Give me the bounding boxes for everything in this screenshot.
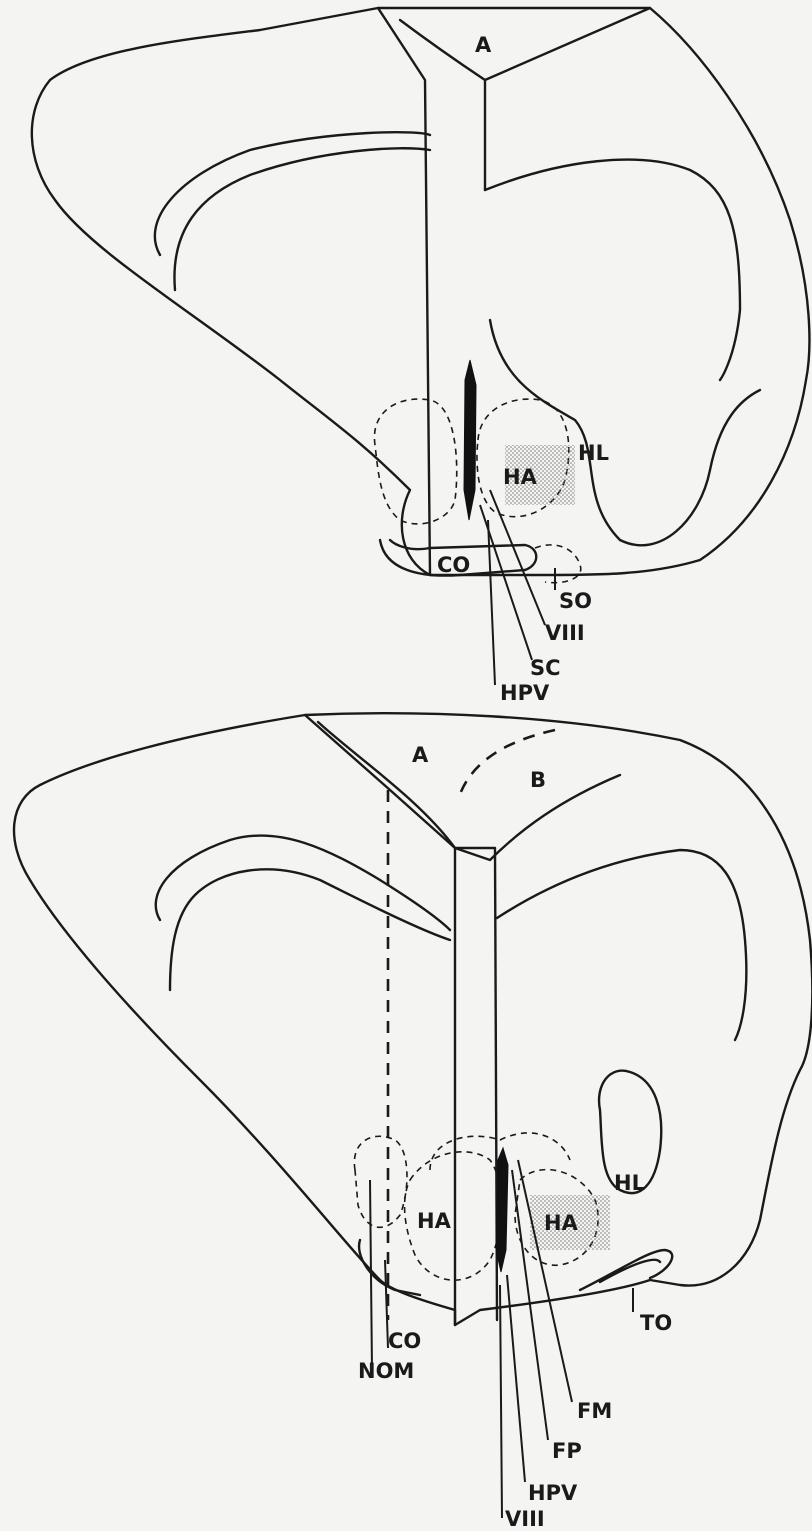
section-1-label-hl: HL bbox=[578, 441, 609, 465]
section-2-outer-contour bbox=[14, 713, 812, 1325]
section-2-label-fp: FP bbox=[552, 1439, 582, 1463]
section-2-label-to: TO bbox=[640, 1311, 672, 1335]
section-1-right-ventricle bbox=[485, 160, 740, 380]
section-2-label-viii: VIII bbox=[505, 1507, 545, 1531]
section-1-midline bbox=[485, 8, 650, 190]
section-2-cut-right bbox=[455, 848, 497, 1320]
section-1-label-co: CO bbox=[437, 553, 470, 577]
section-1-top-fold bbox=[400, 20, 485, 80]
section-1-left-nucleus bbox=[374, 399, 456, 524]
section-1-label-hpv: HPV bbox=[500, 681, 550, 705]
section-2-right-ventricle bbox=[497, 850, 746, 1040]
section-2-to-tract bbox=[580, 1250, 672, 1290]
section-2-ventricle bbox=[156, 836, 450, 990]
section-2-leader-nom bbox=[370, 1180, 372, 1370]
section-2-label-a: A bbox=[412, 743, 429, 767]
section-2-label-ha-left: HA bbox=[417, 1209, 452, 1233]
section-2-left-nucleus bbox=[354, 1136, 407, 1227]
section-2-label-fm: FM bbox=[577, 1399, 612, 1423]
section-2-label-hl: HL bbox=[614, 1171, 645, 1195]
section-1-label-sc: SC bbox=[530, 656, 561, 680]
section-2-label-co: CO bbox=[388, 1329, 421, 1353]
section-1-cut-plane bbox=[378, 8, 430, 575]
section-1-label-ha: HA bbox=[503, 465, 538, 489]
section-2: A B HL HA HA CO NOM TO FM FP HPV VIII bbox=[14, 713, 812, 1531]
section-2-label-nom: NOM bbox=[358, 1359, 414, 1383]
section-1-so-region bbox=[535, 545, 581, 583]
section-1-label-viii: VIII bbox=[545, 621, 585, 645]
section-1-label-a: A bbox=[475, 33, 492, 57]
section-1: A HL HA CO SO VIII SC HPV bbox=[32, 8, 810, 705]
section-1-fissure bbox=[464, 360, 476, 520]
section-2-label-hpv: HPV bbox=[528, 1481, 578, 1505]
section-1-label-so: SO bbox=[559, 589, 592, 613]
section-2-label-b: B bbox=[530, 768, 546, 792]
section-2-leader-viii bbox=[500, 1285, 502, 1518]
section-1-ventricle bbox=[155, 132, 430, 290]
section-1-inner-boundary bbox=[490, 320, 760, 545]
section-2-fissure bbox=[496, 1148, 508, 1272]
section-2-label-ha-right: HA bbox=[544, 1211, 579, 1235]
section-1-outer-contour bbox=[32, 8, 810, 575]
